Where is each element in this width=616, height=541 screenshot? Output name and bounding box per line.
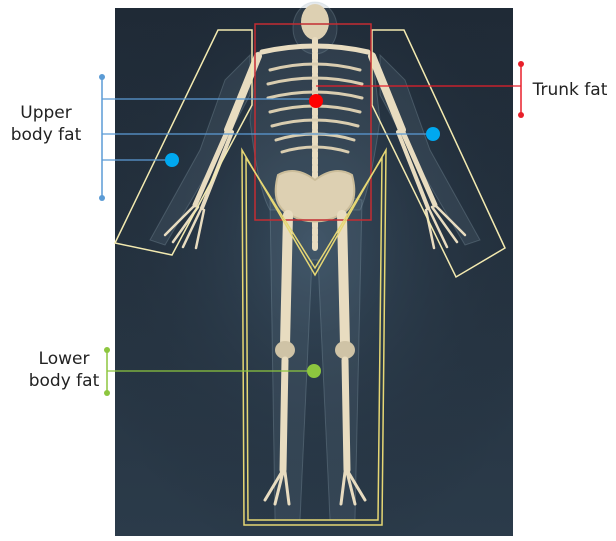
left-arm-fat-dot [165, 153, 179, 167]
upper-body-fat-label-line2: body fat [8, 124, 84, 146]
trunk-fat-dot [309, 94, 323, 108]
upper-body-fat-label-line1: Upper [8, 102, 84, 124]
trunk-fat-label: Trunk fat [529, 79, 611, 101]
upper-body-fat-label: Upper body fat [8, 102, 84, 146]
right-arm-fat-dot [426, 127, 440, 141]
lower-body-fat-dot [307, 364, 321, 378]
lower-body-fat-label-line2: body fat [24, 370, 104, 392]
lower-body-fat-label: Lower body fat [24, 348, 104, 392]
lower-body-fat-label-line1: Lower [24, 348, 104, 370]
trunk-fat-label-line1: Trunk fat [529, 79, 611, 101]
